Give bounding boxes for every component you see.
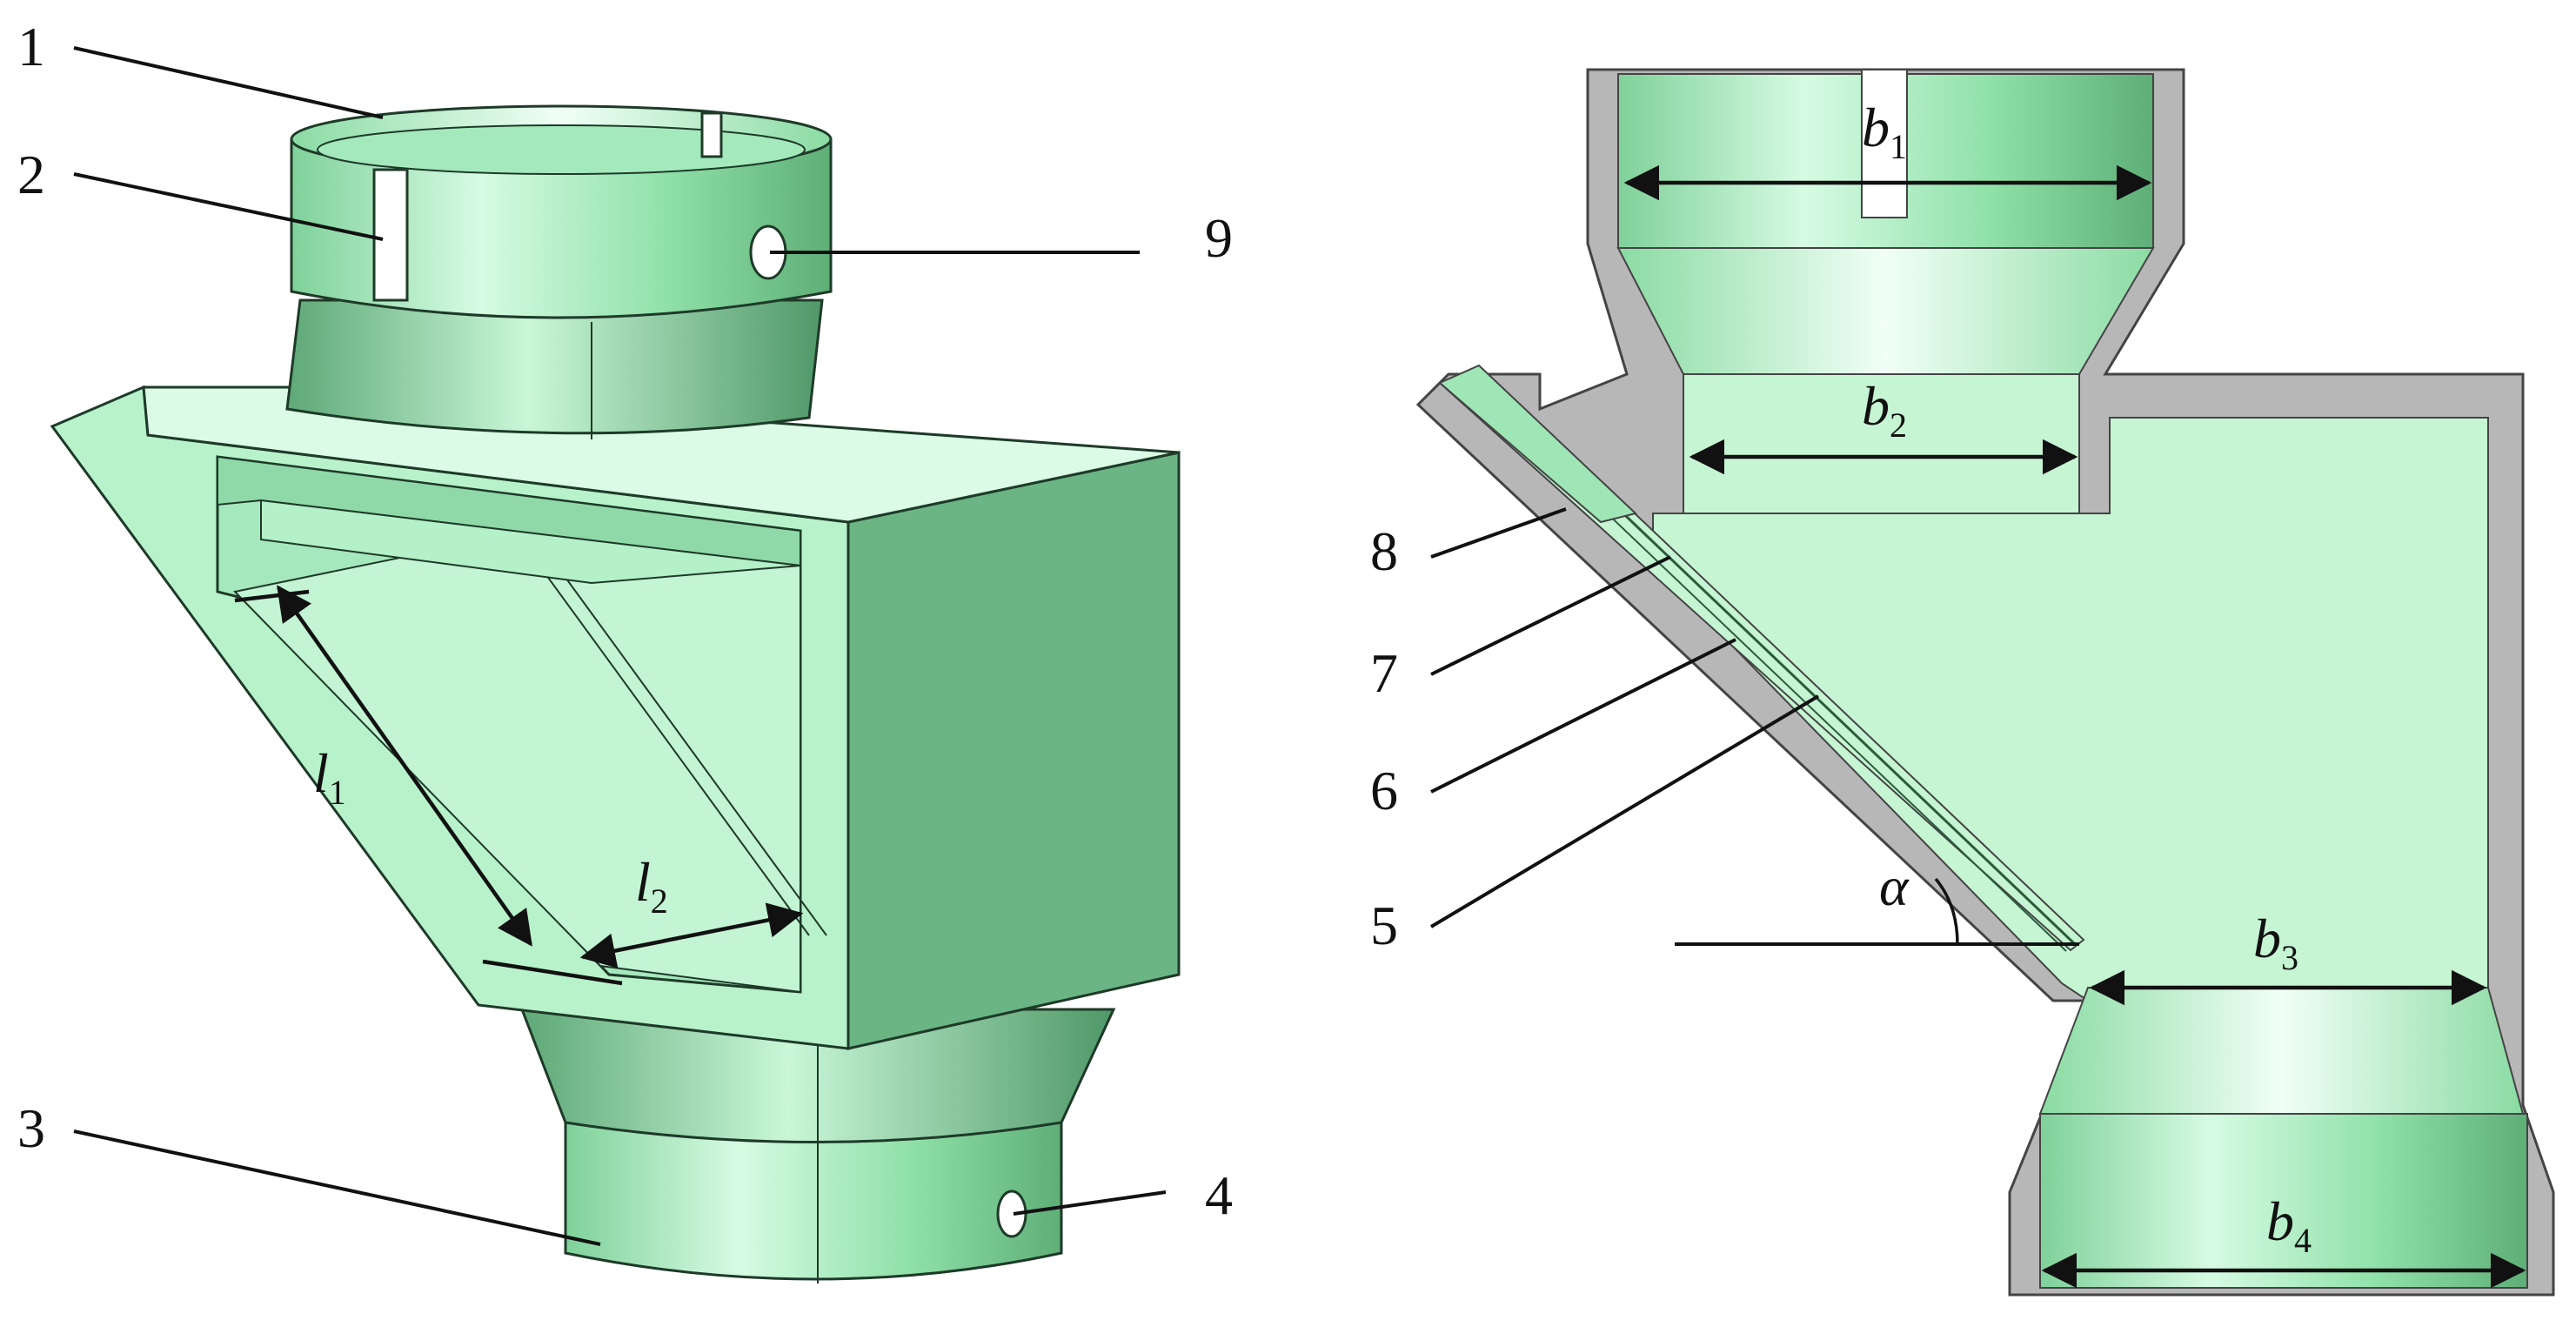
leader-7 (1430, 555, 1671, 676)
leader-2 (73, 172, 384, 241)
dim-label-l2: l2 (635, 851, 668, 921)
body-right-face (846, 451, 1181, 1050)
dim-label-b1: b1 (1862, 97, 1907, 166)
top-slot-back (700, 111, 723, 158)
callout-3: 3 (17, 1097, 45, 1159)
dim-label-b3: b3 (2253, 908, 2298, 977)
section-clamp-plate (1438, 364, 1638, 524)
alpha-label: α (1879, 855, 1910, 917)
leader-6 (1430, 638, 1736, 794)
leader-1 (73, 46, 384, 119)
top-cone (285, 298, 824, 439)
bottom-cylinder (564, 1121, 1063, 1283)
alpha-arc (1934, 877, 1959, 945)
callout-4: 4 (1205, 1164, 1233, 1226)
leader-8 (1430, 507, 1567, 559)
top-cylinder (290, 104, 833, 319)
top-cone-interior (1616, 247, 2155, 375)
dim-label-b4: b4 (2266, 1190, 2312, 1260)
callout-6: 6 (1370, 760, 1398, 821)
leader-5 (1429, 694, 1820, 928)
sight-glass-stack (1438, 364, 2085, 952)
isometric-view: l1 l2 1 2 9 3 4 (17, 16, 1233, 1283)
callout-9: 9 (1205, 207, 1233, 269)
dim-label-l1: l1 (313, 742, 346, 812)
dim-arrow-l2 (579, 902, 804, 968)
leader-3 (73, 1129, 601, 1246)
dim-arrow-l1 (277, 585, 532, 947)
callout-8: 8 (1370, 520, 1398, 582)
callout-2: 2 (17, 144, 45, 205)
section-view: α b1 b2 b3 b4 8 7 6 5 (1370, 68, 2555, 1297)
dim-label-b2: b2 (1862, 375, 1907, 445)
callout-1: 1 (17, 16, 45, 77)
top-slot-left (372, 168, 409, 302)
leader-4 (1013, 1190, 1167, 1216)
callout-7: 7 (1370, 642, 1398, 704)
bottom-cone-interior (2038, 987, 2525, 1115)
callout-5: 5 (1370, 895, 1398, 956)
